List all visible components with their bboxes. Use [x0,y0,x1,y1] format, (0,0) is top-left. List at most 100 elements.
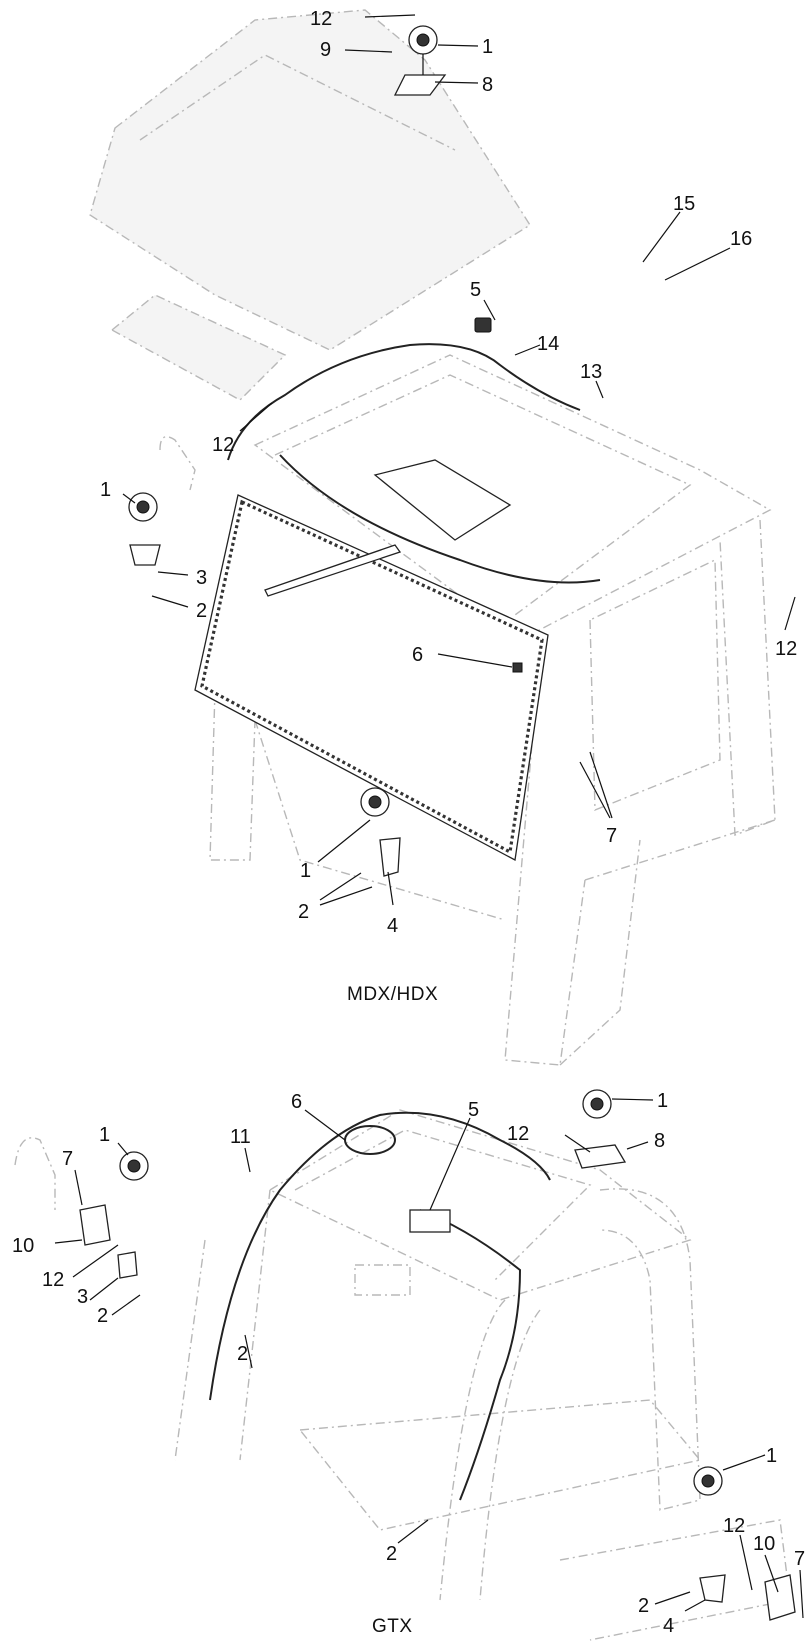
leader [89,1277,119,1301]
switch-panel [373,459,512,541]
callout-1: 1 [482,36,493,58]
light-lens [368,795,382,809]
roof-inner-edge [139,54,456,151]
callout-3: 3 [77,1286,88,1308]
leader [579,761,611,819]
callout-9: 9 [320,39,331,61]
leader [589,751,613,819]
switch-module [474,317,492,333]
leader [564,1134,591,1153]
callout-7: 7 [62,1148,73,1170]
leader [72,1244,119,1278]
leader [739,1534,753,1591]
leader [626,1141,649,1150]
wiper-arm [264,544,402,597]
gtx-panel [354,1264,411,1296]
roof-insert-panel [110,294,287,401]
section-label-mdx-hdx: MDX/HDX [347,984,438,1005]
gtx-left-post [174,1189,271,1461]
leader [654,1591,691,1605]
mount-bracket-4 [699,1574,726,1603]
callout-10: 10 [12,1235,34,1257]
cab-front-post-left [209,689,256,861]
callout-2: 2 [237,1343,248,1365]
cab-front-post-right [504,649,586,1066]
leader [244,1147,251,1173]
wiring-harness-upper [227,343,601,584]
leader [764,1554,779,1593]
section-label-gtx: GTX [372,1616,413,1637]
leader [483,299,496,321]
gtx-switch-5 [409,1209,451,1233]
callout-2: 2 [386,1543,397,1565]
leader [122,493,136,504]
leader [429,1117,471,1211]
gtx-roof-frame [268,1109,692,1301]
leader [611,1098,654,1101]
leader [514,344,541,356]
mount-bracket-4 [379,837,401,877]
callout-5: 5 [468,1099,479,1121]
lower-callouts: 6 5 1 11 1 12 8 7 10 12 3 2 2 2 1 12 10 … [12,1090,805,1637]
callout-4: 4 [663,1615,674,1637]
callout-1: 1 [300,860,311,882]
cab-door-frame [589,558,721,812]
leader [397,1519,429,1544]
mount-plate-10 [79,1204,111,1246]
leader [437,653,513,668]
callout-11: 11 [230,1126,251,1148]
gtx-grab-handle [14,1137,56,1210]
callout-12: 12 [507,1123,529,1145]
lower-leader-lines [54,1098,804,1619]
gtx-floor [559,1519,791,1641]
callout-15: 15 [673,193,695,215]
gtx-work-light-top [574,1089,627,1169]
callout-16: 16 [730,228,752,250]
callout-13: 13 [580,361,602,383]
leader [722,1454,766,1471]
leader [319,886,373,906]
upper-leader-lines [122,14,796,906]
leader [74,1169,83,1206]
leader [387,871,394,906]
gtx-assembly [14,1089,796,1641]
leader [642,211,681,263]
gtx-roll-bar [599,1188,701,1511]
leader [595,380,604,399]
callout-2: 2 [638,1595,649,1617]
leader [664,247,731,281]
gtx-roof-inner [294,1129,592,1281]
mdx-hdx-assembly [89,9,776,1066]
callout-5: 5 [470,279,481,301]
work-light-top [393,25,447,96]
callout-1: 1 [766,1445,777,1467]
leader [244,1334,253,1369]
cab-frame-inner [274,374,692,616]
callout-1: 1 [99,1124,110,1146]
callout-2: 2 [196,600,207,622]
light-lens [136,500,150,514]
work-light-left [128,492,161,566]
callout-1: 1 [100,479,111,501]
callout-8: 8 [482,74,493,96]
leader [784,596,796,631]
leader [317,819,371,863]
gtx-work-light-right [693,1466,796,1621]
leader [239,402,273,432]
callout-1: 1 [657,1090,668,1112]
callout-3: 3 [196,567,207,589]
leader [344,49,393,53]
callout-12: 12 [310,8,332,30]
light-lens [416,33,430,47]
callout-6: 6 [412,644,423,666]
leader [319,872,362,901]
cab-lower-frame [254,719,776,1066]
work-light-front [360,787,401,877]
callout-12: 12 [775,638,797,660]
callout-6: 6 [291,1091,302,1113]
cab-rear-post [719,519,776,836]
leader [151,595,189,608]
leader [434,81,479,84]
callout-12: 12 [42,1269,64,1291]
